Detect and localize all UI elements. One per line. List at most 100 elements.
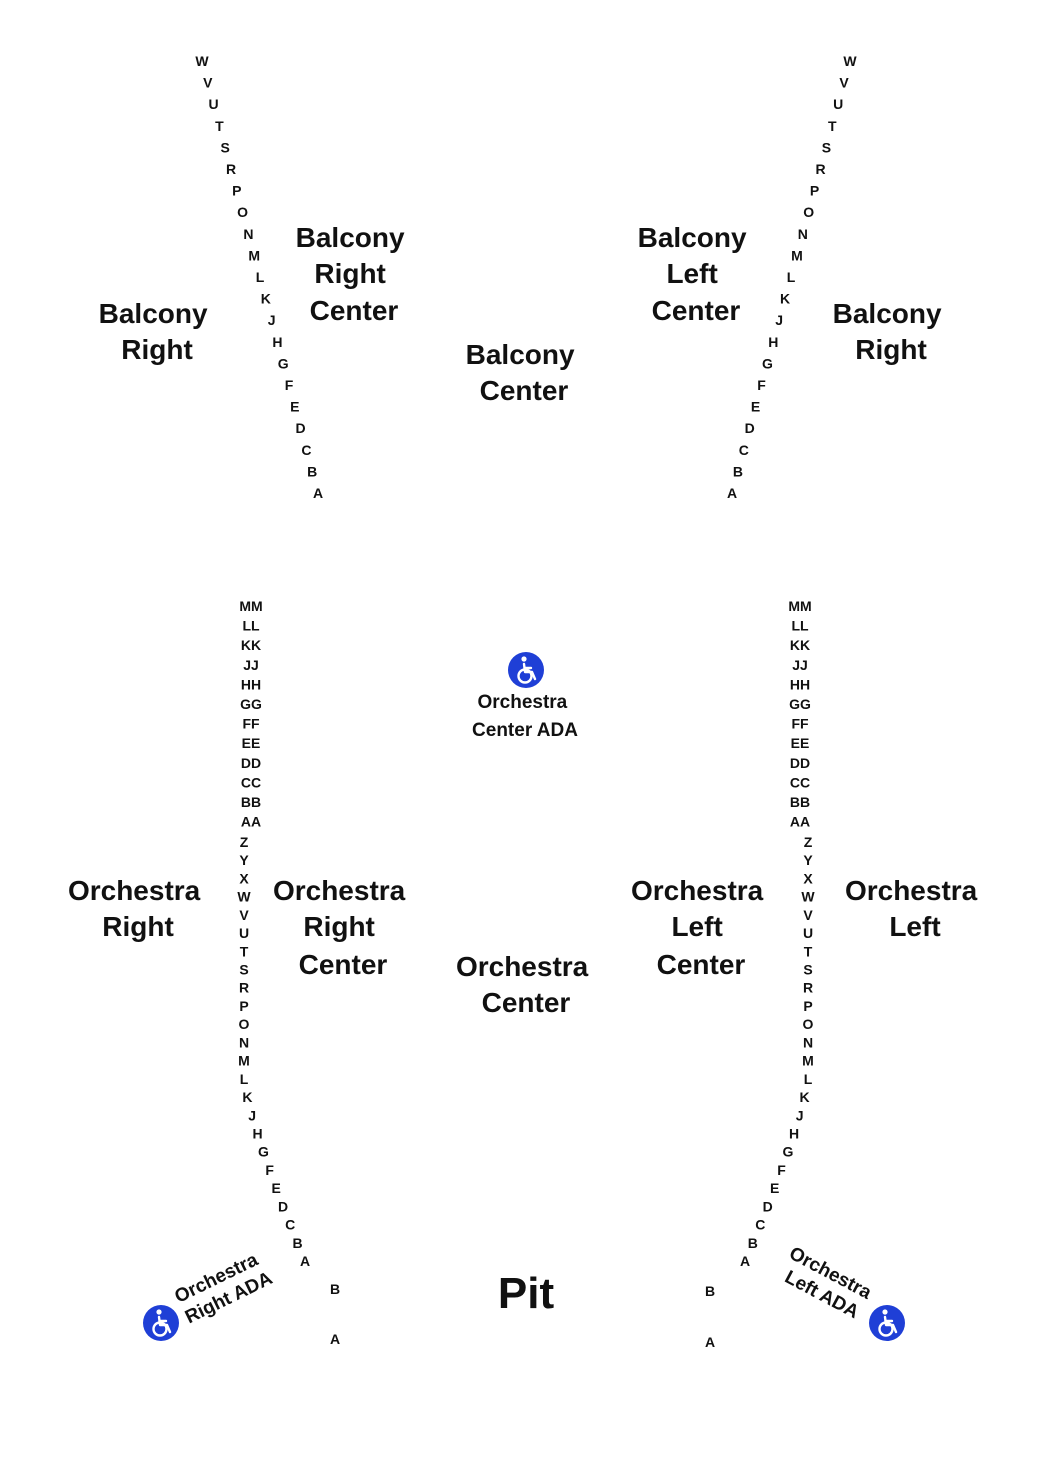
row-label[interactable]: D: [296, 420, 306, 436]
pit-row-label[interactable]: B: [330, 1281, 340, 1297]
ada-right[interactable]: Orchestra Right ADA: [143, 1247, 276, 1341]
row-label[interactable]: B: [733, 463, 743, 479]
row-label[interactable]: C: [301, 442, 311, 458]
row-label[interactable]: K: [780, 291, 790, 307]
ada-center[interactable]: Orchestra Center ADA: [472, 652, 578, 741]
row-label[interactable]: Y: [239, 852, 249, 868]
row-label[interactable]: LL: [242, 618, 260, 634]
row-label[interactable]: F: [777, 1162, 786, 1178]
row-label[interactable]: F: [285, 377, 294, 393]
row-label[interactable]: O: [237, 204, 248, 220]
row-label[interactable]: EE: [791, 735, 810, 751]
row-label[interactable]: K: [799, 1089, 809, 1105]
row-label[interactable]: E: [272, 1180, 281, 1196]
row-label[interactable]: N: [798, 226, 808, 242]
row-label[interactable]: L: [804, 1071, 813, 1087]
row-label[interactable]: W: [801, 889, 815, 905]
row-label[interactable]: T: [828, 118, 837, 134]
row-label[interactable]: K: [261, 291, 271, 307]
section-balcony-left-center[interactable]: Balcony Left Center: [638, 222, 755, 326]
section-balcony-right-center[interactable]: Balcony Right Center: [296, 222, 413, 326]
section-balcony-center[interactable]: Balcony Center: [466, 339, 583, 406]
row-label[interactable]: V: [239, 907, 249, 923]
row-label[interactable]: O: [803, 204, 814, 220]
row-label[interactable]: A: [740, 1253, 750, 1269]
row-label[interactable]: U: [833, 96, 843, 112]
row-label[interactable]: F: [265, 1162, 274, 1178]
section-balcony-right-outer[interactable]: Balcony Right: [99, 298, 216, 365]
row-label[interactable]: M: [802, 1053, 814, 1069]
row-label[interactable]: E: [770, 1180, 779, 1196]
row-label[interactable]: P: [232, 183, 241, 199]
row-label[interactable]: HH: [790, 676, 810, 692]
row-label[interactable]: H: [272, 334, 282, 350]
row-label[interactable]: N: [243, 226, 253, 242]
row-label[interactable]: F: [757, 377, 766, 393]
row-label[interactable]: CC: [790, 774, 810, 790]
row-label[interactable]: U: [239, 925, 249, 941]
row-label[interactable]: D: [745, 420, 755, 436]
row-label[interactable]: C: [739, 442, 749, 458]
row-label[interactable]: M: [248, 247, 260, 263]
row-label[interactable]: FF: [242, 716, 260, 732]
row-label[interactable]: Z: [240, 834, 249, 850]
row-label[interactable]: E: [290, 399, 299, 415]
row-label[interactable]: P: [810, 183, 819, 199]
row-label[interactable]: X: [239, 870, 249, 886]
row-label[interactable]: AA: [790, 814, 810, 830]
row-label[interactable]: N: [803, 1034, 813, 1050]
row-label[interactable]: JJ: [792, 657, 808, 673]
row-label[interactable]: B: [292, 1235, 302, 1251]
row-label[interactable]: C: [285, 1217, 295, 1233]
pit-row-label[interactable]: B: [705, 1283, 715, 1299]
row-label[interactable]: M: [791, 247, 803, 263]
row-label[interactable]: KK: [790, 637, 810, 653]
pit-row-label[interactable]: A: [705, 1334, 715, 1350]
row-label[interactable]: A: [313, 485, 323, 501]
row-label[interactable]: U: [803, 925, 813, 941]
row-label[interactable]: K: [242, 1089, 252, 1105]
row-label[interactable]: H: [768, 334, 778, 350]
row-label[interactable]: J: [248, 1107, 256, 1123]
row-label[interactable]: R: [803, 980, 813, 996]
row-label[interactable]: O: [803, 1016, 814, 1032]
row-label[interactable]: MM: [239, 598, 262, 614]
row-label[interactable]: GG: [789, 696, 811, 712]
row-label[interactable]: B: [748, 1235, 758, 1251]
row-label[interactable]: J: [775, 312, 783, 328]
section-orchestra-left[interactable]: Orchestra Left: [845, 875, 985, 942]
row-label[interactable]: B: [307, 463, 317, 479]
row-label[interactable]: C: [755, 1217, 765, 1233]
row-label[interactable]: G: [258, 1144, 269, 1160]
row-label[interactable]: L: [240, 1071, 249, 1087]
row-label[interactable]: V: [203, 75, 213, 91]
section-orchestra-right-center[interactable]: Orchestra Right Center: [273, 875, 413, 980]
row-label[interactable]: G: [762, 355, 773, 371]
section-balcony-right-far[interactable]: Balcony Right: [833, 298, 950, 365]
row-label[interactable]: LL: [791, 618, 809, 634]
row-label[interactable]: Z: [804, 834, 813, 850]
row-label[interactable]: R: [815, 161, 825, 177]
section-orchestra-right[interactable]: Orchestra Right: [68, 875, 208, 942]
row-label[interactable]: A: [300, 1253, 310, 1269]
pit-row-label[interactable]: A: [330, 1331, 340, 1347]
row-label[interactable]: JJ: [243, 657, 259, 673]
row-label[interactable]: FF: [791, 716, 809, 732]
row-label[interactable]: H: [252, 1126, 262, 1142]
row-label[interactable]: G: [278, 355, 289, 371]
row-label[interactable]: W: [195, 53, 209, 69]
ada-left[interactable]: Orchestra Left ADA: [775, 1243, 905, 1341]
row-label[interactable]: D: [278, 1198, 288, 1214]
row-label[interactable]: A: [727, 485, 737, 501]
row-label[interactable]: KK: [241, 637, 261, 653]
row-label[interactable]: L: [256, 269, 265, 285]
row-label[interactable]: DD: [241, 755, 261, 771]
row-label[interactable]: EE: [242, 735, 261, 751]
row-label[interactable]: DD: [790, 755, 810, 771]
row-label[interactable]: CC: [241, 774, 261, 790]
row-label[interactable]: N: [239, 1034, 249, 1050]
row-label[interactable]: AA: [241, 814, 261, 830]
row-label[interactable]: P: [239, 998, 248, 1014]
row-label[interactable]: W: [237, 889, 251, 905]
row-label[interactable]: X: [803, 870, 813, 886]
